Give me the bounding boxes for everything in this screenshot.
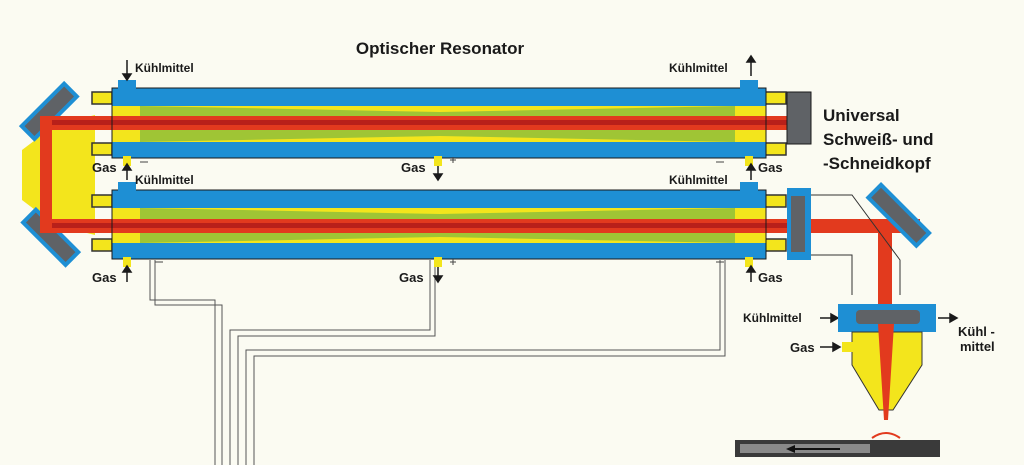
polarity-marks [140, 157, 724, 265]
upper-resonator-tube [40, 87, 792, 159]
coolant-label-mid-left: Kühlmittel [135, 173, 194, 187]
gas-label-upper-right: Gas [758, 160, 783, 175]
coolant-out-label-line-2: mittel [960, 339, 995, 354]
gas-label-lower-right: Gas [758, 270, 783, 285]
flow-arrows [121, 54, 959, 353]
gas-label-head: Gas [790, 340, 815, 355]
beam-delivery [811, 182, 932, 311]
gas-label-upper-left: Gas [92, 160, 117, 175]
electrical-wiring [149, 260, 726, 465]
left-fold-housing [18, 80, 95, 268]
output-coupler [791, 196, 805, 252]
head-label-line-1: Universal [823, 106, 900, 125]
folding-mirror-top [18, 80, 80, 142]
coolant-label-mid-right: Kühlmittel [669, 173, 728, 187]
coolant-label-top-left: Kühlmittel [135, 61, 194, 75]
head-label-line-2: Schweiß- und [823, 130, 934, 149]
lower-resonator-tube [40, 189, 920, 260]
rear-mirror [786, 91, 812, 145]
gas-label-upper-middle: Gas [401, 160, 426, 175]
head-label-line-3: -Schneidkopf [823, 154, 931, 173]
coolant-label-head-in: Kühlmittel [743, 311, 802, 325]
ports [118, 80, 758, 267]
coolant-out-label-line-1: Kühl - [958, 324, 995, 339]
coolant-label-top-right: Kühlmittel [669, 61, 728, 75]
folding-mirror-bottom [20, 206, 82, 268]
cutting-head [838, 304, 936, 420]
resonator-title: Optischer Resonator [356, 39, 525, 58]
gas-label-lower-middle: Gas [399, 270, 424, 285]
folded-beam-path [40, 116, 52, 233]
deflection-mirror [865, 182, 932, 249]
workpiece [735, 432, 940, 457]
gas-label-lower-left: Gas [92, 270, 117, 285]
focusing-lens [856, 310, 920, 324]
